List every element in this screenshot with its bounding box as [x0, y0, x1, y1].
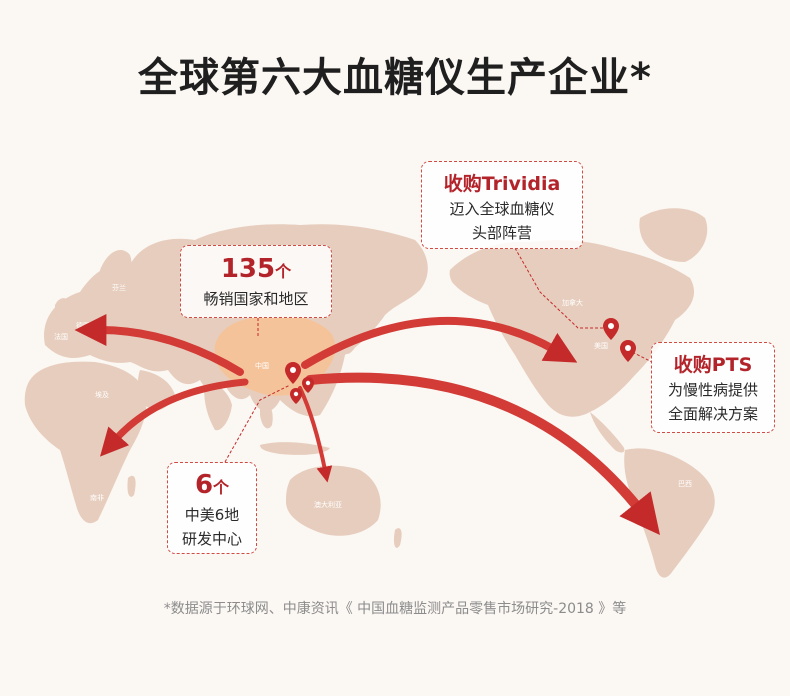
callout-rd-line2: 研发中心: [181, 530, 242, 548]
south-america-landmass: [624, 448, 715, 578]
new-zealand-landmass: [393, 528, 402, 548]
pin-icon-china-2: [302, 377, 314, 393]
greenland-landmass: [639, 208, 708, 262]
label-usa: 美国: [594, 341, 608, 350]
leader-pts: [627, 349, 653, 363]
arrow-to-europe: [74, 314, 244, 376]
label-france: 法国: [54, 332, 68, 341]
callout-trividia-line1: 迈入全球血糖仪: [449, 200, 555, 218]
footnote: *数据源于环球网、中康资讯《 中国血糖监测产品零售市场研究-2018 》等: [163, 601, 627, 617]
callout-pts-line2: 全面解决方案: [667, 405, 758, 423]
label-germany: 德国: [76, 321, 90, 330]
arrow-to-north-america: [301, 316, 578, 369]
callout-rd-line1: 中美6地: [184, 506, 240, 524]
leader-rd: [224, 384, 291, 463]
callout-rd: 6个 中美6地 研发中心: [167, 462, 257, 554]
pin-icon-china-3: [290, 388, 302, 404]
scandinavia-landmass: [100, 250, 132, 292]
pin-icon-usa-2: [620, 340, 636, 362]
label-egypt: 埃及: [95, 390, 109, 399]
pin-icon-usa-1: [603, 318, 619, 340]
leader-trividia: [514, 247, 610, 329]
madagascar-landmass: [127, 475, 136, 497]
arrow-to-africa: [100, 378, 249, 457]
callout-countries-line1: 畅销国家和地区: [203, 290, 309, 308]
label-finland: 芬兰: [112, 283, 126, 292]
central-america-landmass: [590, 412, 625, 453]
label-china: 中国: [255, 361, 269, 370]
rd-unit: 个: [213, 478, 230, 497]
australia-landmass: [285, 465, 381, 536]
india-landmass: [204, 380, 232, 431]
indonesia-landmass: [260, 442, 330, 455]
label-brazil: 巴西: [678, 480, 692, 488]
page-title: 全球第六大血糖仪生产企业*: [138, 55, 652, 101]
countries-number: 135: [220, 254, 276, 284]
label-south-africa: 南非: [90, 493, 104, 502]
rd-number: 6: [194, 470, 214, 500]
callout-trividia: 收购Trividia 迈入全球血糖仪 头部阵营: [421, 161, 583, 249]
callout-countries: 135个 畅销国家和地区: [180, 245, 332, 318]
arrow-to-south-america: [305, 372, 661, 535]
britain-landmass: [55, 298, 70, 317]
africa-landmass: [24, 361, 147, 524]
callout-rd-number: 6个: [168, 470, 256, 503]
callout-pts-line1: 为慢性病提供: [667, 381, 758, 399]
callout-pts-heading: 收购PTS: [673, 354, 753, 376]
countries-unit: 个: [275, 262, 292, 281]
china-region: [214, 315, 336, 396]
label-australia: 澳大利亚: [314, 500, 342, 509]
callout-trividia-line2: 头部阵营: [471, 224, 532, 242]
callout-pts: 收购PTS 为慢性病提供 全面解决方案: [651, 342, 775, 433]
arrow-to-australia: [298, 386, 333, 483]
north-america-landmass: [449, 240, 695, 417]
pin-icon-china-1: [285, 362, 301, 384]
callout-trividia-heading: 收购Trividia: [443, 173, 561, 195]
label-canada: 加拿大: [562, 298, 583, 307]
callout-countries-number: 135个: [181, 254, 331, 287]
sea-landmass: [260, 399, 273, 429]
